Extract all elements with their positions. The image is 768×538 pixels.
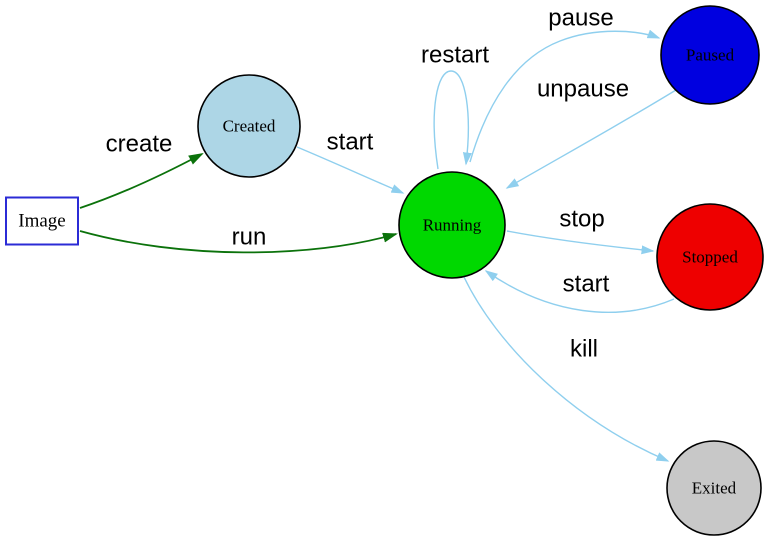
node-stopped <box>656 203 764 311</box>
edge-label-start-created: start <box>327 129 374 156</box>
edge-kill <box>463 276 670 462</box>
node-running <box>398 171 506 279</box>
edge-create <box>79 153 204 209</box>
node-label-exited: Exited <box>692 479 737 498</box>
edge-label-run: run <box>232 224 267 251</box>
node-label-paused: Paused <box>686 46 735 65</box>
node-paused <box>660 5 760 105</box>
edge-label-restart: restart <box>421 42 489 69</box>
edge-label-start-stopped: start <box>563 271 610 298</box>
edge-label-stop: stop <box>559 206 604 233</box>
edge-pause <box>469 29 661 163</box>
edge-start-stopped <box>484 270 675 313</box>
node-created <box>197 74 301 178</box>
edge-labels-layer: create run start restart pause unpause stop sta… <box>106 5 629 363</box>
node-label-image: Image <box>18 211 65 232</box>
edge-label-create: create <box>106 131 173 158</box>
edge-label-unpause: unpause <box>537 76 629 103</box>
edge-run <box>79 230 398 254</box>
node-label-running: Running <box>423 216 482 235</box>
node-exited <box>666 440 762 536</box>
node-label-created: Created <box>223 117 276 136</box>
edge-restart <box>433 70 472 170</box>
edge-unpause <box>505 89 677 189</box>
node-label-stopped: Stopped <box>682 248 738 267</box>
edges-layer <box>79 29 677 462</box>
edge-label-pause: pause <box>548 5 613 32</box>
edge-start-created <box>296 146 405 194</box>
node-image <box>5 196 79 246</box>
edge-stop <box>506 230 655 255</box>
edge-label-kill: kill <box>570 336 598 363</box>
